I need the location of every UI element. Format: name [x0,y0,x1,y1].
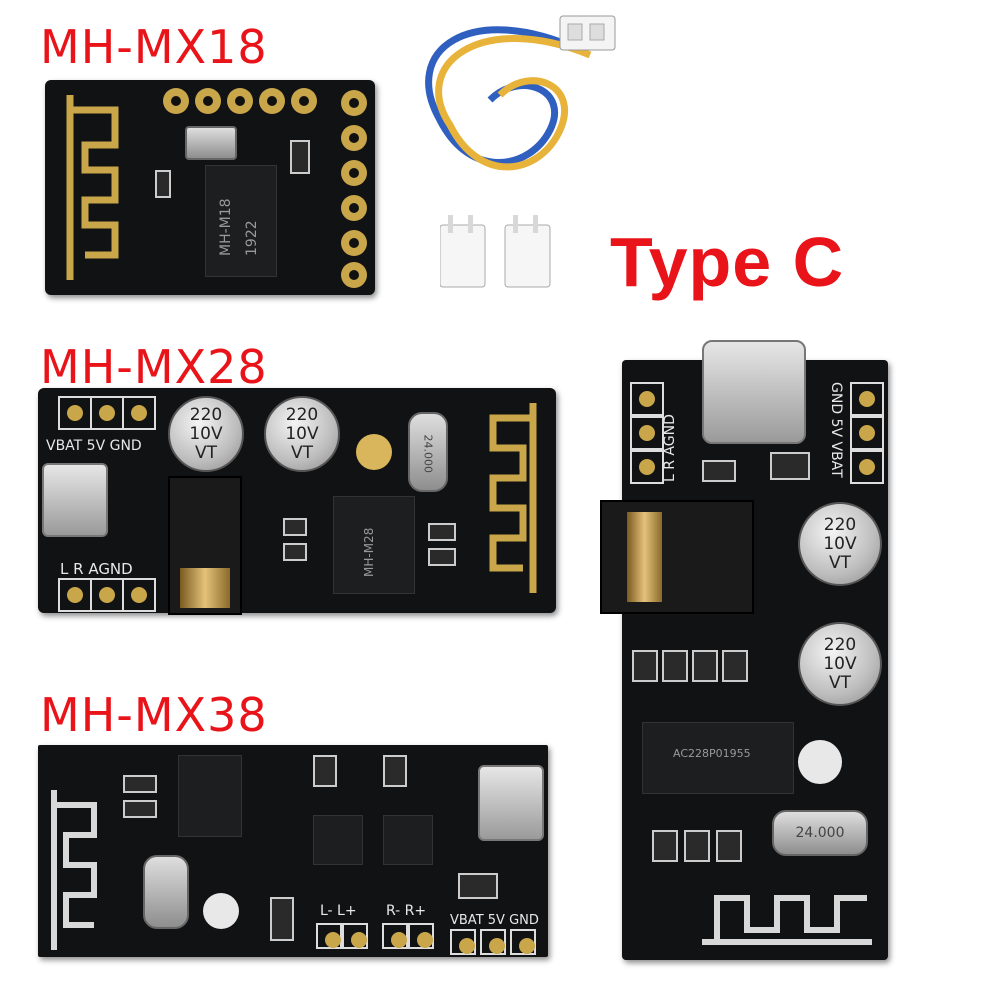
board-type-c: L R AGND GND 5V VBAT 220 10V VT 220 10V … [600,340,888,960]
amp-chip-right [383,815,433,865]
mx38-left-out-label: L- L+ [320,903,357,919]
board-mh-mx38: L- L+ R- R+ VBAT 5V GND [38,745,548,957]
mounting-hole [203,893,239,929]
mounting-hole [798,740,842,784]
typec-main-chip: AC228P01955 [642,722,794,794]
mx38-crystal [143,855,189,929]
label-mh-mx38: MH-MX38 [40,688,268,742]
mx38-right-out-label: R- R+ [386,903,427,919]
mx18-crystal [185,126,237,160]
typec-capacitor-1: 220 10V VT [798,502,882,586]
pcb-antenna [66,95,119,280]
label-mh-mx18: MH-MX18 [40,20,268,74]
micro-usb-port [42,463,108,537]
board-mh-mx18: MH-M18 1922 [45,80,375,295]
mx28-pins-bottom-label: L R AGND [60,560,133,578]
label-mh-mx28: MH-MX28 [40,340,268,394]
pcb-antenna [51,790,97,950]
mx28-capacitor-2: 220 10V VT [264,396,340,472]
amp-chip-left [313,815,363,865]
typec-capacitor-2: 220 10V VT [798,622,882,706]
mx28-main-chip: MH-M28 [333,496,415,594]
mx28-pins-top-label: VBAT 5V GND [46,438,142,454]
typec-crystal: 24.000 [772,810,868,856]
mounting-hole [356,434,392,470]
audio-jack [168,476,242,615]
mx28-crystal: 24.000 [408,412,448,492]
pcb-antenna [489,403,537,593]
mx28-capacitor-1: 220 10V VT [168,396,244,472]
board-mh-mx28: VBAT 5V GND L R AGND 220 10V VT 220 10V … [38,388,556,615]
typec-pins-right-label: GND 5V VBAT [828,382,844,478]
wire-harness [425,15,616,171]
header-connectors [440,215,551,288]
micro-usb-port [478,765,544,841]
usb-type-c-port [702,340,806,444]
typec-pins-left-label: L R AGND [662,414,678,482]
mx38-power-pins-label: VBAT 5V GND [450,913,539,928]
label-type-c: Type C [610,223,845,301]
mx18-main-chip: MH-M18 1922 [205,165,277,277]
pcb-antenna [702,895,872,945]
audio-jack [600,500,754,614]
mx38-main-chip [178,755,242,837]
